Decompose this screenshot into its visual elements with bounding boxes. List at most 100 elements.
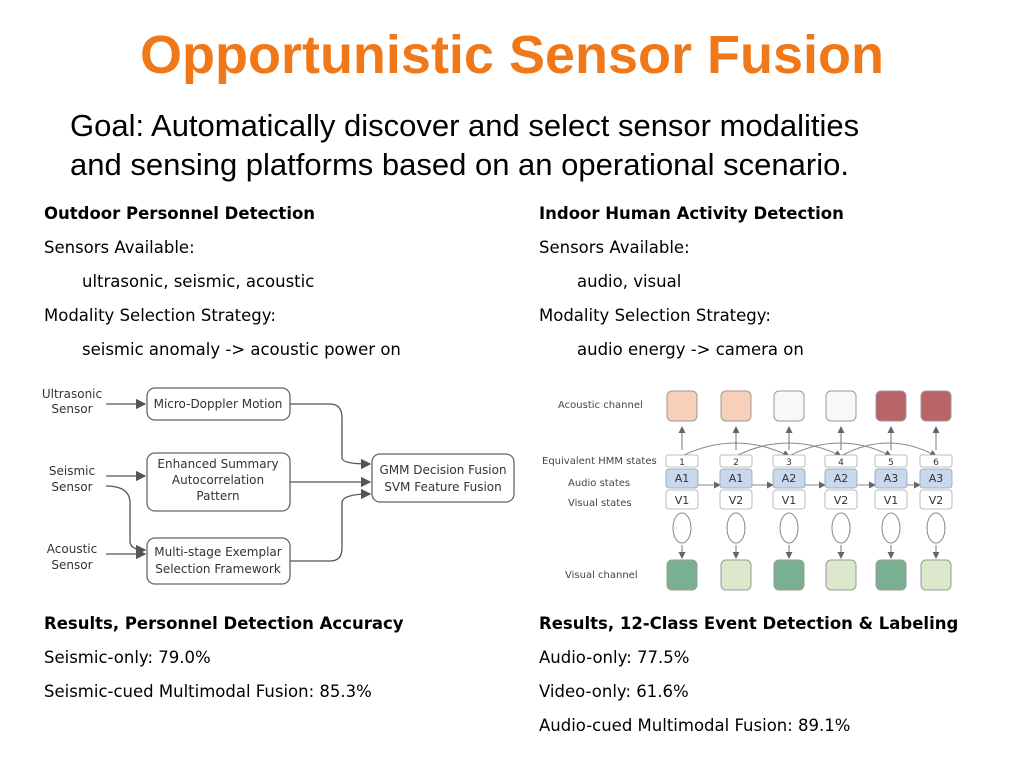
left-strategy-label: Modality Selection Strategy:	[44, 306, 276, 325]
sensor-fusion-flow-diagram: Ultrasonic Sensor Seismic Sensor Acousti…	[42, 387, 515, 585]
box-exemplar-line1: Multi-stage Exemplar	[154, 545, 281, 559]
box-autocorrelation-line3: Pattern	[196, 489, 239, 503]
hmm-self-loop	[779, 512, 799, 544]
hmm-state-number: 4	[838, 458, 844, 468]
audio-state-label: A2	[782, 472, 797, 485]
input-ultrasonic-line2: Sensor	[51, 402, 92, 416]
visual-channel-square	[666, 559, 698, 591]
goal-label: Goal:	[70, 108, 145, 143]
audio-state-box	[665, 468, 699, 489]
box-autocorrelation-line2: Autocorrelation	[172, 473, 264, 487]
hmm-skip-arc	[840, 442, 937, 457]
visual-channel-square	[920, 559, 952, 591]
visual-state-label: V2	[929, 494, 944, 507]
hmm-self-loop	[672, 512, 692, 544]
left-result-1: Seismic-only: 79.0%	[44, 648, 211, 667]
input-acoustic-line2: Sensor	[51, 558, 92, 572]
visual-state-box	[919, 489, 953, 510]
hmm-state-number-box	[665, 454, 699, 468]
acoustic-channel-label: Acoustic channel	[558, 400, 643, 411]
fusion-line2: SVM Feature Fusion	[384, 480, 502, 494]
audio-state-label: A3	[929, 472, 944, 485]
left-results-heading: Results, Personnel Detection Accuracy	[44, 614, 404, 633]
visual-state-label: V2	[729, 494, 744, 507]
visual-channel-square	[875, 559, 907, 591]
right-result-3: Audio-cued Multimodal Fusion: 89.1%	[539, 716, 851, 735]
audio-state-box	[772, 468, 806, 489]
acoustic-channel-square	[825, 390, 857, 422]
right-results-heading: Results, 12-Class Event Detection & Labe…	[539, 614, 959, 633]
input-seismic-line2: Sensor	[51, 480, 92, 494]
hmm-state-number: 6	[933, 458, 939, 468]
left-strategy: seismic anomaly -> acoustic power on	[82, 340, 401, 359]
left-sensors-list: ultrasonic, seismic, acoustic	[82, 272, 315, 291]
hmm-skip-arc	[788, 442, 892, 457]
visual-channel-label: Visual channel	[565, 570, 638, 581]
audio-state-label: A1	[675, 472, 690, 485]
visual-state-box	[772, 489, 806, 510]
acoustic-channel-square	[720, 390, 752, 422]
hmm-states-label: Equivalent HMM states	[542, 456, 657, 467]
hmm-state-number-box	[824, 454, 858, 468]
goal-text: Goal: Automatically discover and select …	[70, 106, 990, 184]
acoustic-channel-square	[920, 390, 952, 422]
goal-line-1: Automatically discover and select sensor…	[144, 108, 860, 143]
audio-state-box	[824, 468, 858, 489]
hmm-state-number: 1	[679, 458, 685, 468]
input-seismic-line1: Seismic	[49, 464, 95, 478]
hmm-state-number-box	[719, 454, 753, 468]
audio-states-label: Audio states	[568, 478, 630, 489]
hmm-state-number: 2	[733, 458, 739, 468]
box-exemplar-line2: Selection Framework	[155, 562, 281, 576]
input-ultrasonic-line1: Ultrasonic	[42, 387, 102, 401]
left-result-2: Seismic-cued Multimodal Fusion: 85.3%	[44, 682, 372, 701]
visual-state-label: V1	[782, 494, 797, 507]
acoustic-channel-square	[773, 390, 805, 422]
box-micro-doppler-label: Micro-Doppler Motion	[154, 397, 283, 411]
fusion-line1: GMM Decision Fusion	[379, 463, 506, 477]
right-strategy-label: Modality Selection Strategy:	[539, 306, 771, 325]
audio-state-label: A3	[884, 472, 899, 485]
hmm-diagram: Acoustic channel Equivalent HMM states A…	[542, 390, 953, 591]
audio-state-label: A1	[729, 472, 744, 485]
left-sensors-label: Sensors Available:	[44, 238, 195, 257]
audio-state-label: A2	[834, 472, 849, 485]
right-result-2: Video-only: 61.6%	[539, 682, 689, 701]
hmm-state-number: 3	[786, 458, 792, 468]
visual-channel-square	[720, 559, 752, 591]
goal-line-2: and sensing platforms based on an operat…	[70, 147, 849, 182]
visual-states-label: Visual states	[568, 498, 632, 509]
right-heading: Indoor Human Activity Detection	[539, 204, 844, 223]
hmm-self-loop	[881, 512, 901, 544]
visual-state-box	[824, 489, 858, 510]
hmm-state-number-box	[874, 454, 908, 468]
box-fusion	[371, 453, 515, 503]
visual-state-label: V1	[675, 494, 690, 507]
right-strategy: audio energy -> camera on	[577, 340, 804, 359]
left-heading: Outdoor Personnel Detection	[44, 204, 316, 223]
input-acoustic-line1: Acoustic	[47, 542, 97, 556]
right-sensors-list: audio, visual	[577, 272, 682, 291]
audio-state-box	[719, 468, 753, 489]
hmm-state-number: 5	[888, 458, 894, 468]
acoustic-channel-square	[875, 390, 907, 422]
acoustic-channel-square	[666, 390, 698, 422]
visual-channel-square	[773, 559, 805, 591]
hmm-self-loop	[726, 512, 746, 544]
visual-state-label: V1	[884, 494, 899, 507]
hmm-state-number-box	[772, 454, 806, 468]
audio-state-box	[874, 468, 908, 489]
audio-state-box	[919, 468, 953, 489]
right-result-1: Audio-only: 77.5%	[539, 648, 690, 667]
slide-title: Opportunistic Sensor Fusion	[139, 25, 885, 85]
box-autocorrelation-line1: Enhanced Summary	[157, 457, 278, 471]
visual-state-box	[719, 489, 753, 510]
hmm-self-loop	[926, 512, 946, 544]
visual-channel-square	[825, 559, 857, 591]
visual-state-box	[665, 489, 699, 510]
visual-state-label: V2	[834, 494, 849, 507]
hmm-state-number-box	[919, 454, 953, 468]
right-sensors-label: Sensors Available:	[539, 238, 690, 257]
visual-state-box	[874, 489, 908, 510]
hmm-self-loop	[831, 512, 851, 544]
